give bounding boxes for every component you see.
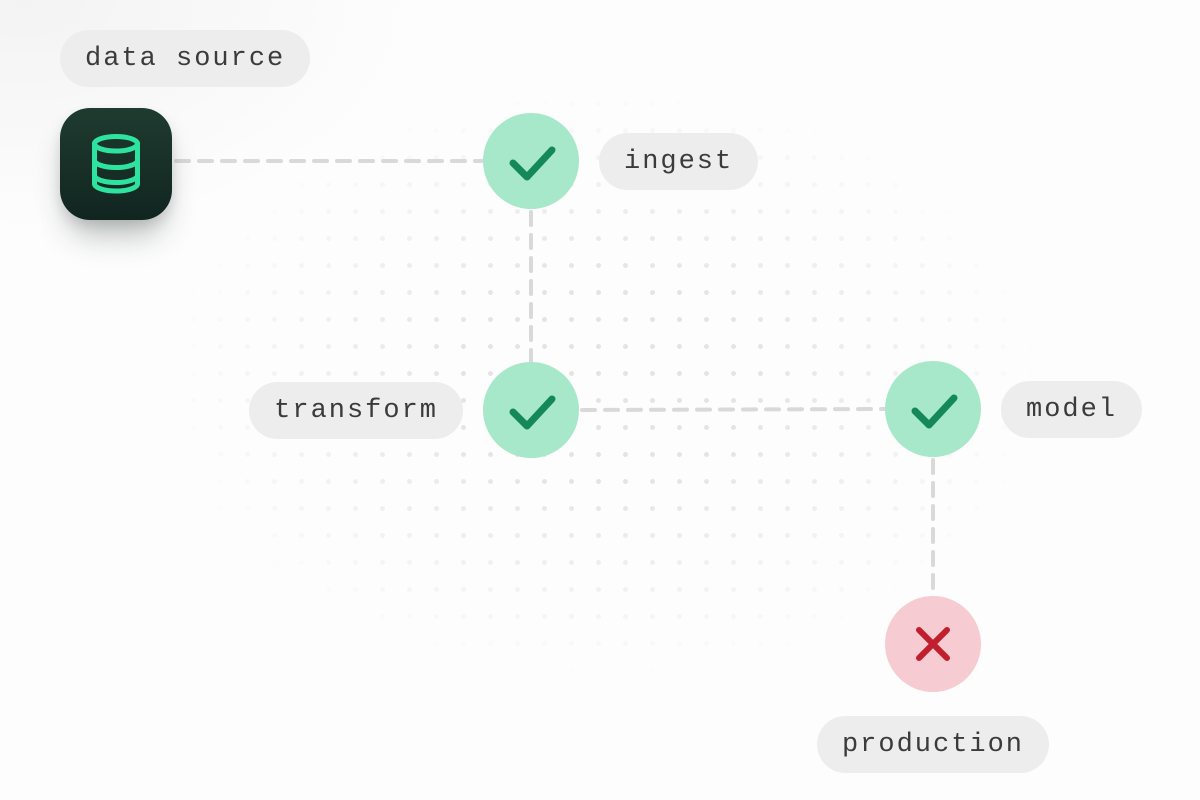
data-source-node[interactable] bbox=[60, 108, 172, 220]
check-icon bbox=[509, 146, 556, 181]
connector-transform-model bbox=[580, 407, 886, 412]
label-production: production bbox=[816, 716, 1050, 773]
x-icon bbox=[916, 627, 950, 661]
node-production[interactable] bbox=[885, 596, 981, 692]
check-icon bbox=[509, 395, 556, 430]
node-model[interactable] bbox=[885, 361, 981, 457]
label-model: model bbox=[1001, 381, 1143, 438]
label-ingest: ingest bbox=[599, 133, 759, 190]
label-transform: transform bbox=[249, 382, 463, 439]
node-transform[interactable] bbox=[483, 362, 579, 458]
node-ingest[interactable] bbox=[483, 113, 579, 209]
label-data-source: data source bbox=[60, 30, 311, 87]
check-icon bbox=[911, 394, 958, 429]
database-icon bbox=[91, 134, 141, 194]
